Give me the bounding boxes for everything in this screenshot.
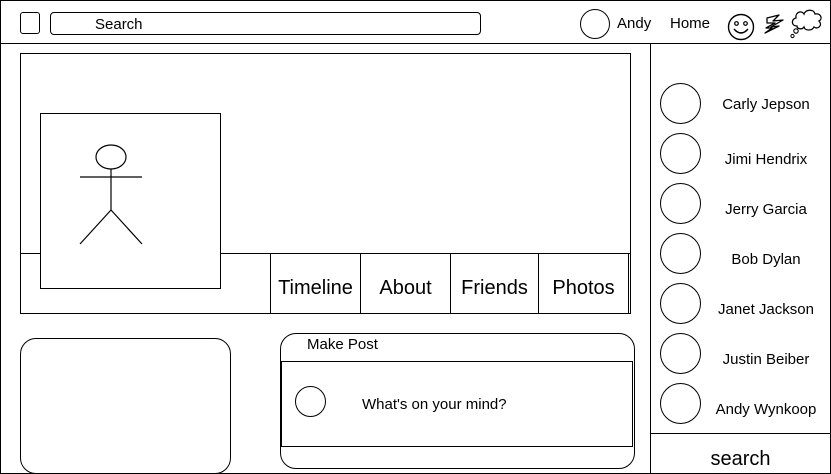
user-avatar[interactable] [580, 9, 610, 39]
friend-avatar[interactable] [660, 233, 701, 274]
search-input[interactable]: Search [50, 12, 481, 35]
friend-name[interactable]: Bob Dylan [731, 251, 801, 268]
friends-search-button[interactable]: search [650, 433, 831, 474]
friend-avatar[interactable] [660, 283, 701, 324]
profile-nav-divider [20, 253, 631, 254]
friend-name[interactable]: Justin Beiber [722, 351, 810, 368]
post-input-area[interactable] [281, 361, 633, 447]
tab-timeline[interactable]: Timeline [270, 253, 360, 314]
friend-avatar[interactable] [660, 133, 701, 174]
friend-avatar[interactable] [660, 183, 701, 224]
tab-label: Timeline [278, 277, 353, 299]
home-link[interactable]: Home [670, 15, 711, 32]
friend-avatar[interactable] [660, 333, 701, 374]
tab-photos[interactable]: Photos [538, 253, 629, 314]
tab-label: About [379, 277, 432, 299]
friend-avatar[interactable] [660, 383, 701, 424]
tab-label: Friends [461, 277, 528, 299]
friends-search-label: search [710, 448, 771, 470]
friend-name[interactable]: Carly Jepson [722, 96, 810, 113]
info-card [20, 338, 231, 474]
post-avatar [295, 386, 326, 417]
smiley-icon[interactable] [727, 12, 755, 42]
person-icon [79, 144, 143, 245]
friends-panel [650, 44, 831, 474]
top-bar [0, 0, 831, 44]
friend-avatar[interactable] [660, 83, 701, 124]
friend-name[interactable]: Andy Wynkoop [715, 401, 817, 418]
lightning-icon[interactable] [763, 12, 789, 36]
friend-name[interactable]: Jerry Garcia [725, 201, 807, 218]
tab-friends[interactable]: Friends [450, 253, 538, 314]
make-post-title: Make Post [307, 336, 378, 353]
cover-photo [20, 53, 631, 314]
tab-label: Photos [552, 277, 615, 299]
friend-name[interactable]: Jimi Hendrix [724, 151, 808, 168]
logo-button[interactable] [20, 12, 40, 34]
profile-picture[interactable] [40, 113, 221, 289]
search-placeholder: Search [95, 16, 143, 33]
make-post-card [280, 333, 635, 469]
tab-about[interactable]: About [360, 253, 450, 314]
thought-bubble-icon[interactable] [789, 6, 825, 40]
post-input-placeholder[interactable]: What's on your mind? [362, 396, 507, 413]
user-name-link[interactable]: Andy [617, 15, 652, 32]
friend-name[interactable]: Janet Jackson [718, 301, 814, 318]
